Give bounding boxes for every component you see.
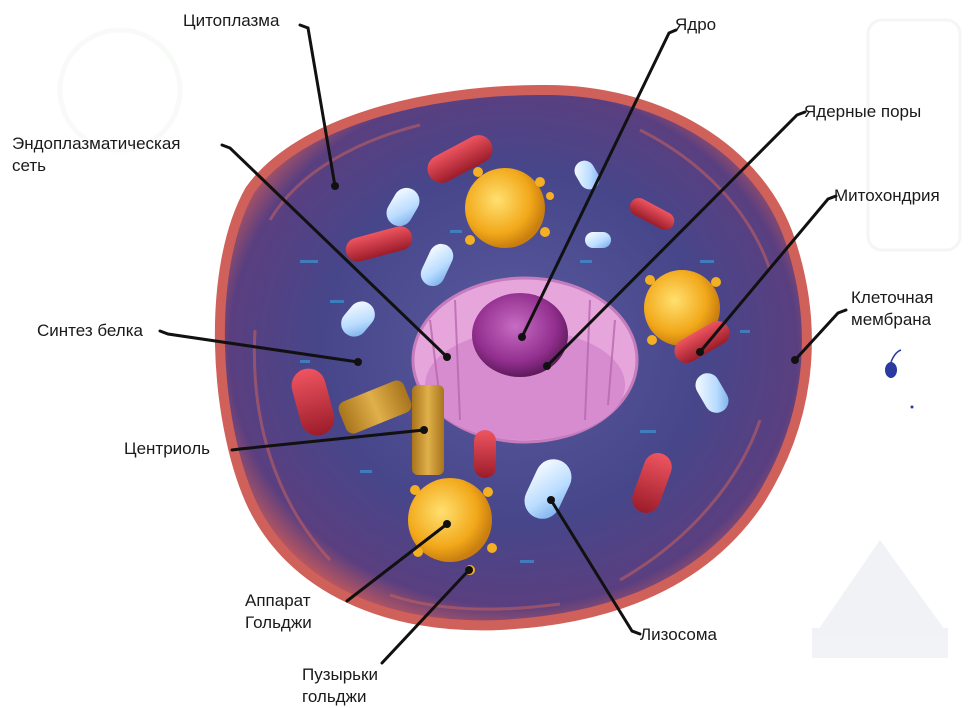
label-mitochondria: Митохондрия: [834, 185, 940, 207]
label-protein-synthesis: Синтез белка: [37, 320, 143, 342]
label-endoplasmic-reticulum: Эндоплазматическая сеть: [12, 133, 181, 177]
label-nuclear-pores: Ядерные поры: [804, 101, 921, 123]
label-golgi-vesicles: Пузырьки гольджи: [302, 664, 378, 708]
label-lysosome: Лизосома: [640, 624, 717, 646]
label-nucleus: Ядро: [675, 14, 716, 36]
label-centriole: Центриоль: [124, 438, 210, 460]
watermark-logo-icon: [812, 540, 948, 658]
figure-icon: [885, 350, 914, 409]
label-cytoplasm: Цитоплазма: [183, 10, 279, 32]
label-cell-membrane: Клеточная мембрана: [851, 287, 933, 331]
label-golgi-apparatus: Аппарат Гольджи: [245, 590, 312, 634]
